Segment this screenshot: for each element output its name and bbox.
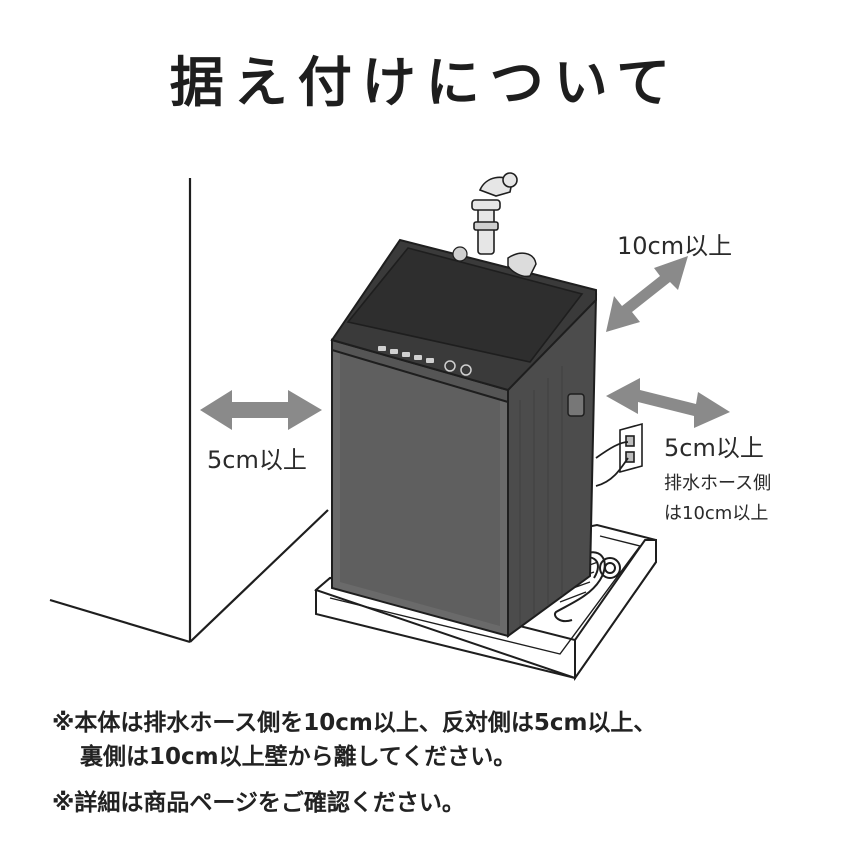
washing-machine (330, 238, 598, 638)
left-clearance-label: 5cm以上 (207, 446, 307, 474)
left-clearance-arrow (200, 390, 322, 430)
right-clearance-arrow (606, 378, 730, 428)
note-line-3: ※詳細は商品ページをご確認ください。 (52, 790, 465, 816)
drain-side-note-line2: は10cm以上 (664, 503, 769, 524)
drain-side-note-line1: 排水ホース側 (664, 473, 772, 494)
power-cord (595, 441, 629, 487)
back-clearance-arrow (606, 256, 688, 332)
page-title: 据え付けについて (169, 51, 681, 114)
installation-notes: ※本体は排水ホース側を10cm以上、反対側は5cm以上、 裏側は10cm以上壁か… (52, 706, 832, 820)
back-clearance-label: 10cm以上 (617, 232, 733, 260)
note-line-1: ※本体は排水ホース側を10cm以上、反対側は5cm以上、 (52, 710, 657, 736)
water-faucet-icon (471, 172, 518, 255)
note-line-2: 裏側は10cm以上壁から離してください。 (80, 744, 517, 770)
right-clearance-label: 5cm以上 (664, 434, 764, 462)
power-outlet-icon (619, 422, 643, 474)
wall-corner (49, 178, 329, 644)
